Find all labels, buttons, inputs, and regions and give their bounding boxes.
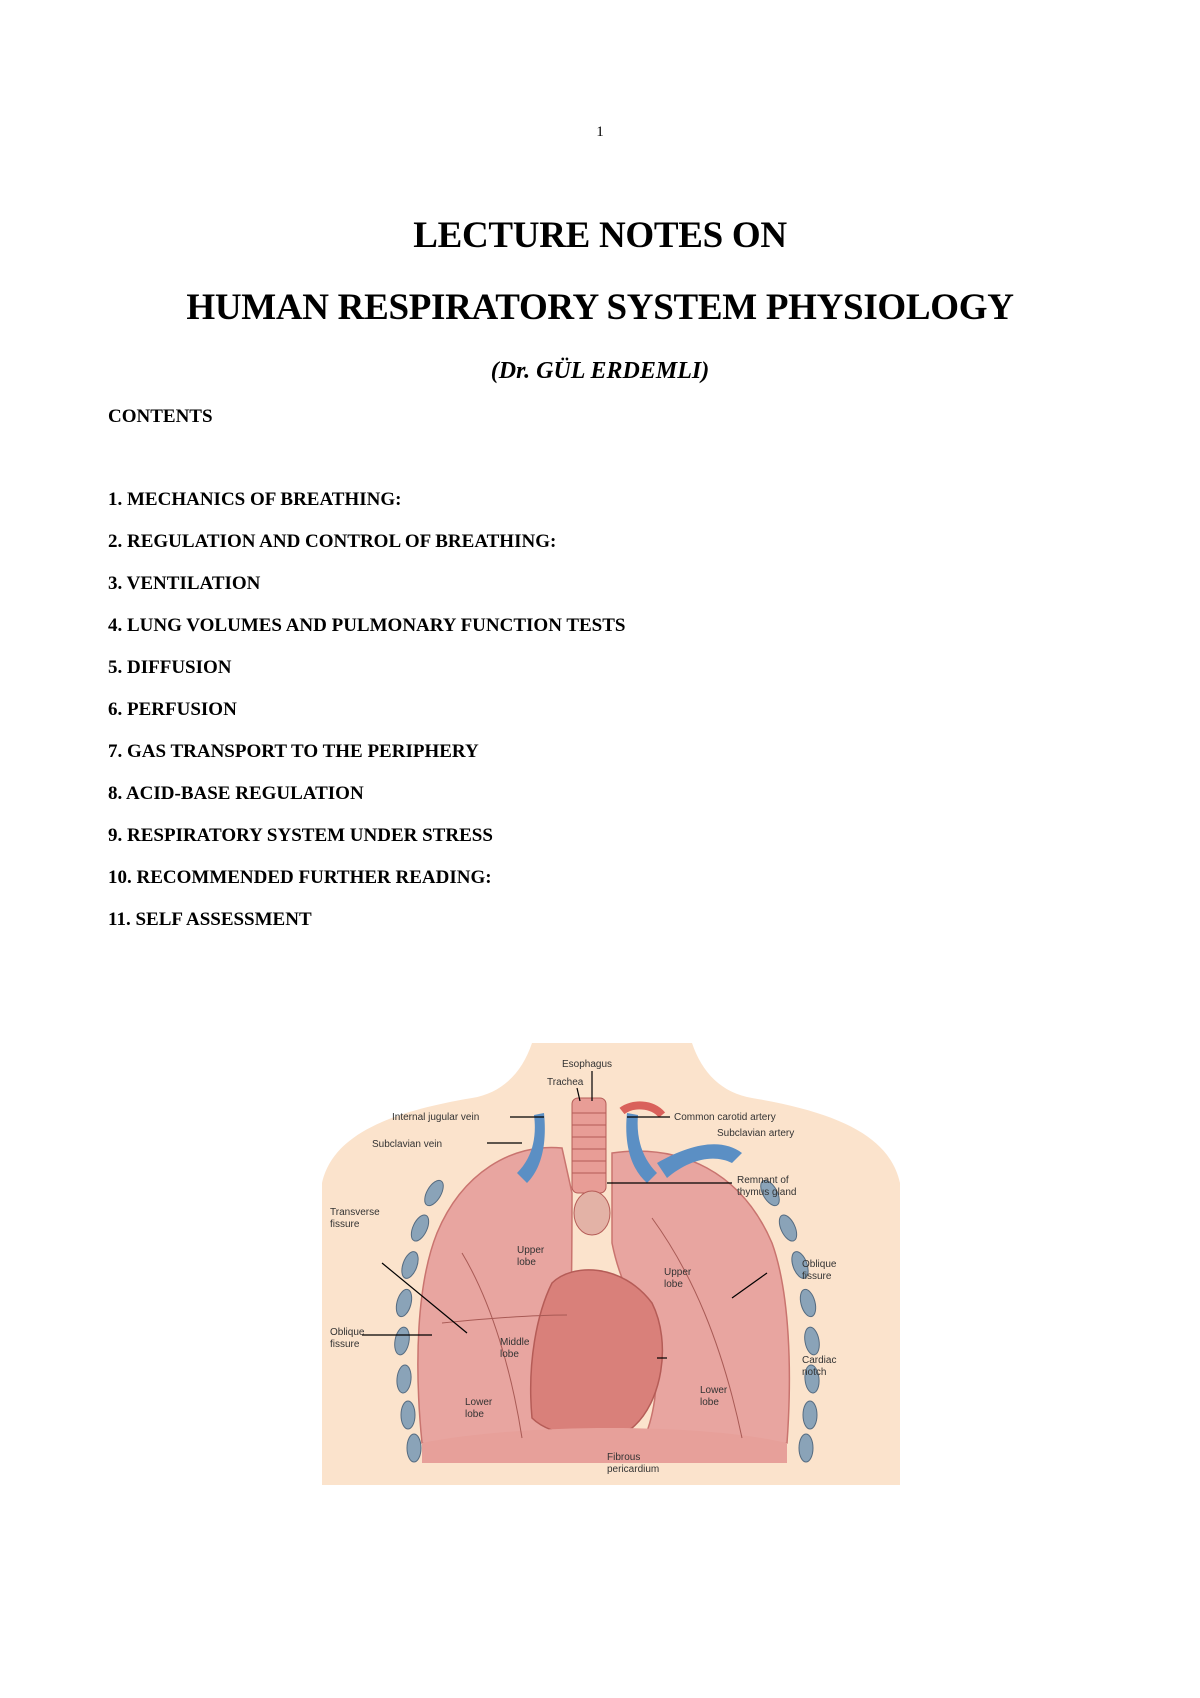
toc-item: 5. DIFFUSION [108,657,232,678]
label-remnant-of: Remnant of [737,1175,789,1186]
trachea [571,1097,607,1194]
label-pointers [362,1071,768,1359]
label-common-carotid-artery: Common carotid artery [674,1112,776,1123]
label-esophagus: Esophagus [562,1059,612,1070]
table-of-contents: 1. MECHANICS OF BREATHING: 2. REGULATION… [108,488,625,950]
lung-anatomy-illustration: Esophagus Trachea Internal jugular vein … [322,1043,900,1485]
label-transverse: Transverse [330,1207,380,1218]
label-trachea: Trachea [547,1077,584,1088]
ribs-right [760,1179,820,1463]
ribs-left [394,1179,444,1463]
label-middle-lobe-1: Middle [500,1337,530,1348]
label-fibrous-2: pericardium [607,1464,659,1475]
thymus-remnant [573,1190,611,1236]
label-upper-lobe-right-1: Upper [517,1245,545,1256]
label-oblique-fissure-left-2: fissure [802,1271,832,1282]
label-oblique-fissure-left-1: Oblique [802,1259,837,1270]
jugular-vein-right [517,1113,545,1183]
label-lower-lobe-right-2: lobe [465,1409,484,1420]
toc-item: 2. REGULATION AND CONTROL OF BREATHING: [108,531,557,552]
label-oblique-fissure-right-1: Oblique [330,1327,365,1338]
transverse-fissure [441,1314,568,1324]
label-cardiac-notch-1: Cardiac [802,1355,836,1366]
toc-item: 7. GAS TRANSPORT TO THE PERIPHERY [108,741,479,762]
toc-item: 1. MECHANICS OF BREATHING: [108,489,402,510]
author: (Dr. GÜL ERDEMLI) [490,358,710,384]
toc-item: 3. VENTILATION [108,573,261,594]
toc-item: 8. ACID-BASE REGULATION [108,783,364,804]
label-subclavian-vein: Subclavian vein [372,1139,442,1150]
document-title-line-2: HUMAN RESPIRATORY SYSTEM PHYSIOLOGY [186,287,1014,328]
label-fibrous-1: Fibrous [607,1452,640,1463]
toc-item: 10. RECOMMENDED FURTHER READING: [108,867,492,888]
toc-item: 6. PERFUSION [108,699,237,720]
oblique-fissure-right [461,1252,523,1439]
contents-heading: CONTENTS [108,406,213,427]
label-lower-lobe-left-2: lobe [700,1397,719,1408]
toc-item: 9. RESPIRATORY SYSTEM UNDER STRESS [108,825,493,846]
label-cardiac-notch-2: notch [802,1367,826,1378]
jugular-vein-left [626,1113,657,1183]
label-thymus-gland: thymus gland [737,1187,796,1198]
label-upper-lobe-right-2: lobe [517,1257,536,1268]
label-subclavian-artery: Subclavian artery [717,1128,794,1139]
label-internal-jugular-vein: Internal jugular vein [392,1112,479,1123]
label-lower-lobe-right-1: Lower [465,1397,493,1408]
document-title-line-1: LECTURE NOTES ON [413,215,787,256]
page-number: 1 [596,124,604,140]
toc-item: 11. SELF ASSESSMENT [108,909,312,930]
label-middle-lobe-2: lobe [500,1349,519,1360]
label-oblique-fissure-right-2: fissure [330,1339,360,1350]
label-lower-lobe-left-1: Lower [700,1385,728,1396]
label-upper-lobe-left-2: lobe [664,1279,683,1290]
subclavian-vessels-left [657,1144,742,1178]
subclavian-artery [619,1101,666,1118]
diaphragm [422,1428,787,1463]
label-fissure-transverse: fissure [330,1219,360,1230]
heart [529,1269,664,1438]
toc-item: 4. LUNG VOLUMES AND PULMONARY FUNCTION T… [108,615,626,636]
oblique-fissure-left [651,1217,743,1439]
label-upper-lobe-left-1: Upper [664,1267,692,1278]
